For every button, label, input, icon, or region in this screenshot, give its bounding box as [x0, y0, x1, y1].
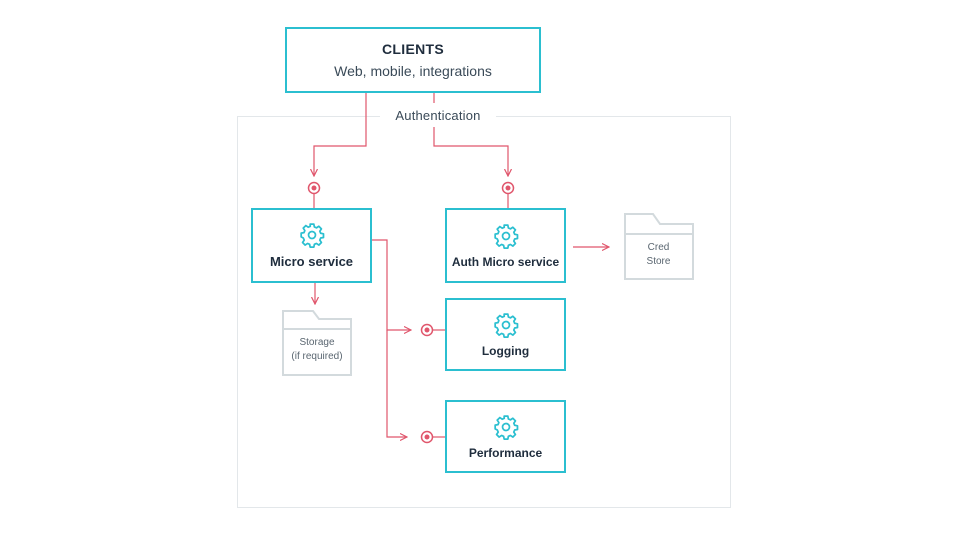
gear-icon [493, 223, 518, 249]
auth-micro-service-box: Auth Micro service [445, 208, 566, 283]
logging-box: Logging [445, 298, 566, 371]
cred-store-label-line1: Cred [647, 242, 670, 253]
target-icon [420, 430, 434, 444]
cred-store-label: Cred Store [624, 241, 693, 269]
logging-label: Logging [481, 343, 530, 358]
clients-title: CLIENTS [382, 41, 444, 57]
connector-micro-to-logging [372, 239, 411, 330]
micro-service-box: Micro service [251, 208, 372, 283]
auth-micro-service-label: Auth Micro service [451, 254, 560, 269]
connector-clients-to-auth [433, 127, 508, 176]
authentication-label: Authentication [380, 107, 496, 125]
connector-clients-to-micro [314, 93, 367, 176]
folder-icon [282, 310, 352, 376]
clients-box: CLIENTS Web, mobile, integrations [285, 27, 541, 93]
target-icon [307, 181, 321, 195]
micro-service-label: Micro service [269, 254, 354, 269]
performance-box: Performance [445, 400, 566, 473]
clients-subtitle: Web, mobile, integrations [334, 63, 492, 79]
performance-label: Performance [468, 445, 543, 460]
storage-label: Storage (if required) [283, 336, 351, 364]
gear-icon [493, 312, 518, 338]
connector-micro-to-performance [386, 330, 407, 437]
storage-label-line1: Storage [299, 337, 335, 348]
storage-label-line2: (if required) [291, 351, 343, 362]
gear-icon [493, 414, 518, 440]
gear-icon [299, 223, 324, 248]
target-icon [501, 181, 515, 195]
target-icon [420, 323, 434, 337]
folder-icon [624, 213, 694, 280]
cred-store-label-line2: Store [646, 256, 671, 267]
